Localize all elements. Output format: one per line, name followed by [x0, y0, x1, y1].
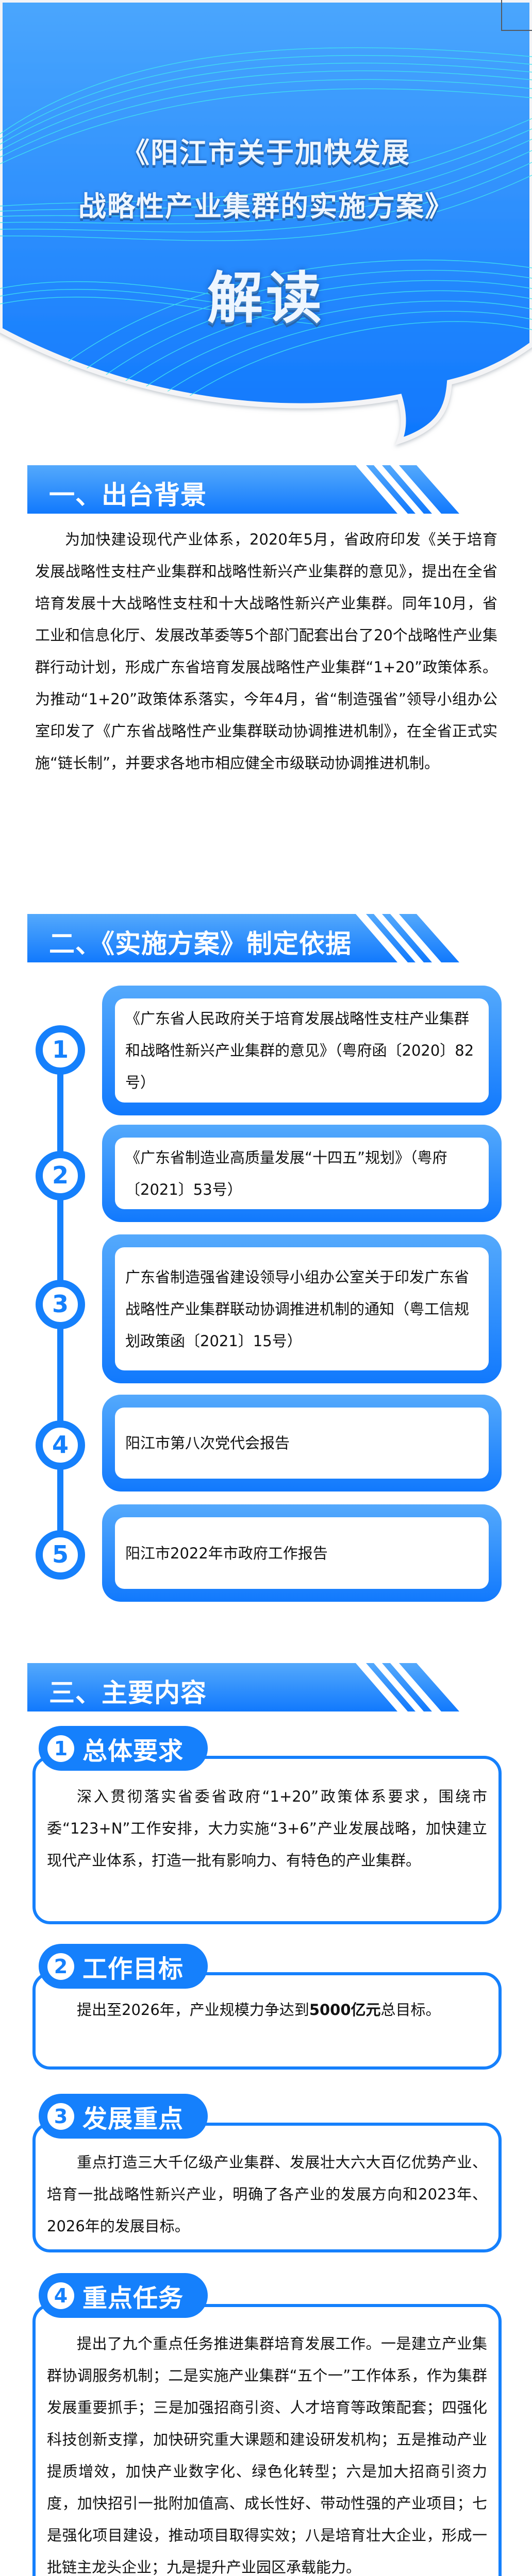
basis-item-text: 阳江市第八次党代会报告	[125, 1434, 290, 1452]
section-header-basis: 二、《实施方案》制定依据	[27, 914, 460, 962]
corner-frame	[501, 0, 532, 31]
basis-item-text: 阳江市2022年市政府工作报告	[125, 1544, 328, 1562]
content-card-tasks: 提出了九个重点任务推进集群培育发展工作。一是建立产业集群协调服务机制；二是实施产…	[32, 2304, 502, 2576]
section-header-bar	[27, 914, 397, 962]
content-card-focus: 重点打造三大千亿级产业集群、发展壮大六大百亿优势产业、培育一批战略性新兴产业，明…	[32, 2123, 502, 2252]
number-circle-icon: 1	[36, 1025, 85, 1075]
hero-banner: 《阳江市关于加快发展 战略性产业集群的实施方案》 解读	[0, 0, 532, 453]
number-circle-icon: 3	[36, 1280, 85, 1329]
content-pill-header: 4 重点任务	[39, 2273, 208, 2318]
basis-item: 《广东省人民政府关于培育发展战略性支柱产业集群和战略性新兴产业集群的意见》（粤府…	[102, 986, 502, 1115]
section-header-bar	[27, 465, 397, 514]
background-paragraph: 为加快建设现代产业体系，2020年5月，省政府印发《关于培育发展战略性支柱产业集…	[35, 531, 497, 772]
content-pill-header: 1 总体要求	[39, 1726, 208, 1771]
number-badge-icon: 4	[47, 2282, 74, 2309]
wave-lines-decoration	[0, 47, 532, 423]
hero-title-line2: 战略性产业集群的实施方案》	[78, 190, 454, 223]
basis-item: 阳江市2022年市政府工作报告	[102, 1504, 502, 1602]
number-circle-icon: 4	[36, 1420, 85, 1470]
card-text-after: 总目标。	[380, 2001, 441, 2019]
basis-item-text: 广东省制造强省建设领导小组办公室关于印发广东省战略性产业集群联动协调推进机制的通…	[125, 1268, 470, 1350]
basis-item-text: 《广东省制造业高质量发展“十四五”规划》（粤府〔2021〕53号）	[125, 1148, 447, 1198]
number-badge-icon: 2	[47, 1953, 74, 1980]
pill-title: 发展重点	[82, 2104, 184, 2133]
number-circle-icon: 5	[36, 1530, 85, 1580]
content-card-overall: 深入贯彻落实省委省政府“1+20”政策体系要求，围绕市委“123+N”工作安排，…	[32, 1756, 502, 1924]
content-pill-header: 2 工作目标	[39, 1944, 208, 1989]
card-text-before: 提出至2026年，产业规模力争达到	[77, 2001, 309, 2019]
section-title: 二、《实施方案》制定依据	[49, 929, 352, 959]
section-title: 三、主要内容	[49, 1678, 207, 1708]
number-badge-icon: 3	[47, 2103, 74, 2130]
pill-title: 总体要求	[82, 1736, 184, 1766]
card-text: 深入贯彻落实省委省政府“1+20”政策体系要求，围绕市委“123+N”工作安排，…	[47, 1788, 487, 1869]
highlight-amount: 5000亿元	[309, 2001, 381, 2019]
hero-title-interpretation: 解读	[207, 266, 325, 331]
section-header-background: 一、出台背景	[27, 465, 460, 514]
content-pill-header: 3 发展重点	[39, 2094, 208, 2139]
card-text: 重点打造三大千亿级产业集群、发展壮大六大百亿优势产业、培育一批战略性新兴产业，明…	[47, 2154, 487, 2235]
basis-item: 阳江市第八次党代会报告	[102, 1395, 502, 1492]
basis-item: 广东省制造强省建设领导小组办公室关于印发广东省战略性产业集群联动协调推进机制的通…	[102, 1234, 502, 1383]
hero-title-line1: 《阳江市关于加快发展	[122, 137, 410, 169]
section-header-bar	[27, 1663, 397, 1711]
hero-background	[0, 0, 532, 446]
card-text: 提出了九个重点任务推进集群培育发展工作。一是建立产业集群协调服务机制；二是实施产…	[47, 2335, 487, 2576]
card-text: 提出至2026年，产业规模力争达到5000亿元总目标。	[47, 1994, 487, 2026]
basis-item-text: 《广东省人民政府关于培育发展战略性支柱产业集群和战略性新兴产业集群的意见》（粤府…	[125, 1010, 474, 1091]
basis-item: 《广东省制造业高质量发展“十四五”规划》（粤府〔2021〕53号）	[102, 1125, 502, 1222]
section-header-main-content: 三、主要内容	[27, 1663, 460, 1711]
pill-title: 工作目标	[82, 1954, 184, 1984]
number-circle-icon: 2	[36, 1151, 85, 1200]
pill-title: 重点任务	[82, 2283, 184, 2313]
section-title: 一、出台背景	[49, 480, 207, 510]
number-badge-icon: 1	[47, 1735, 74, 1762]
